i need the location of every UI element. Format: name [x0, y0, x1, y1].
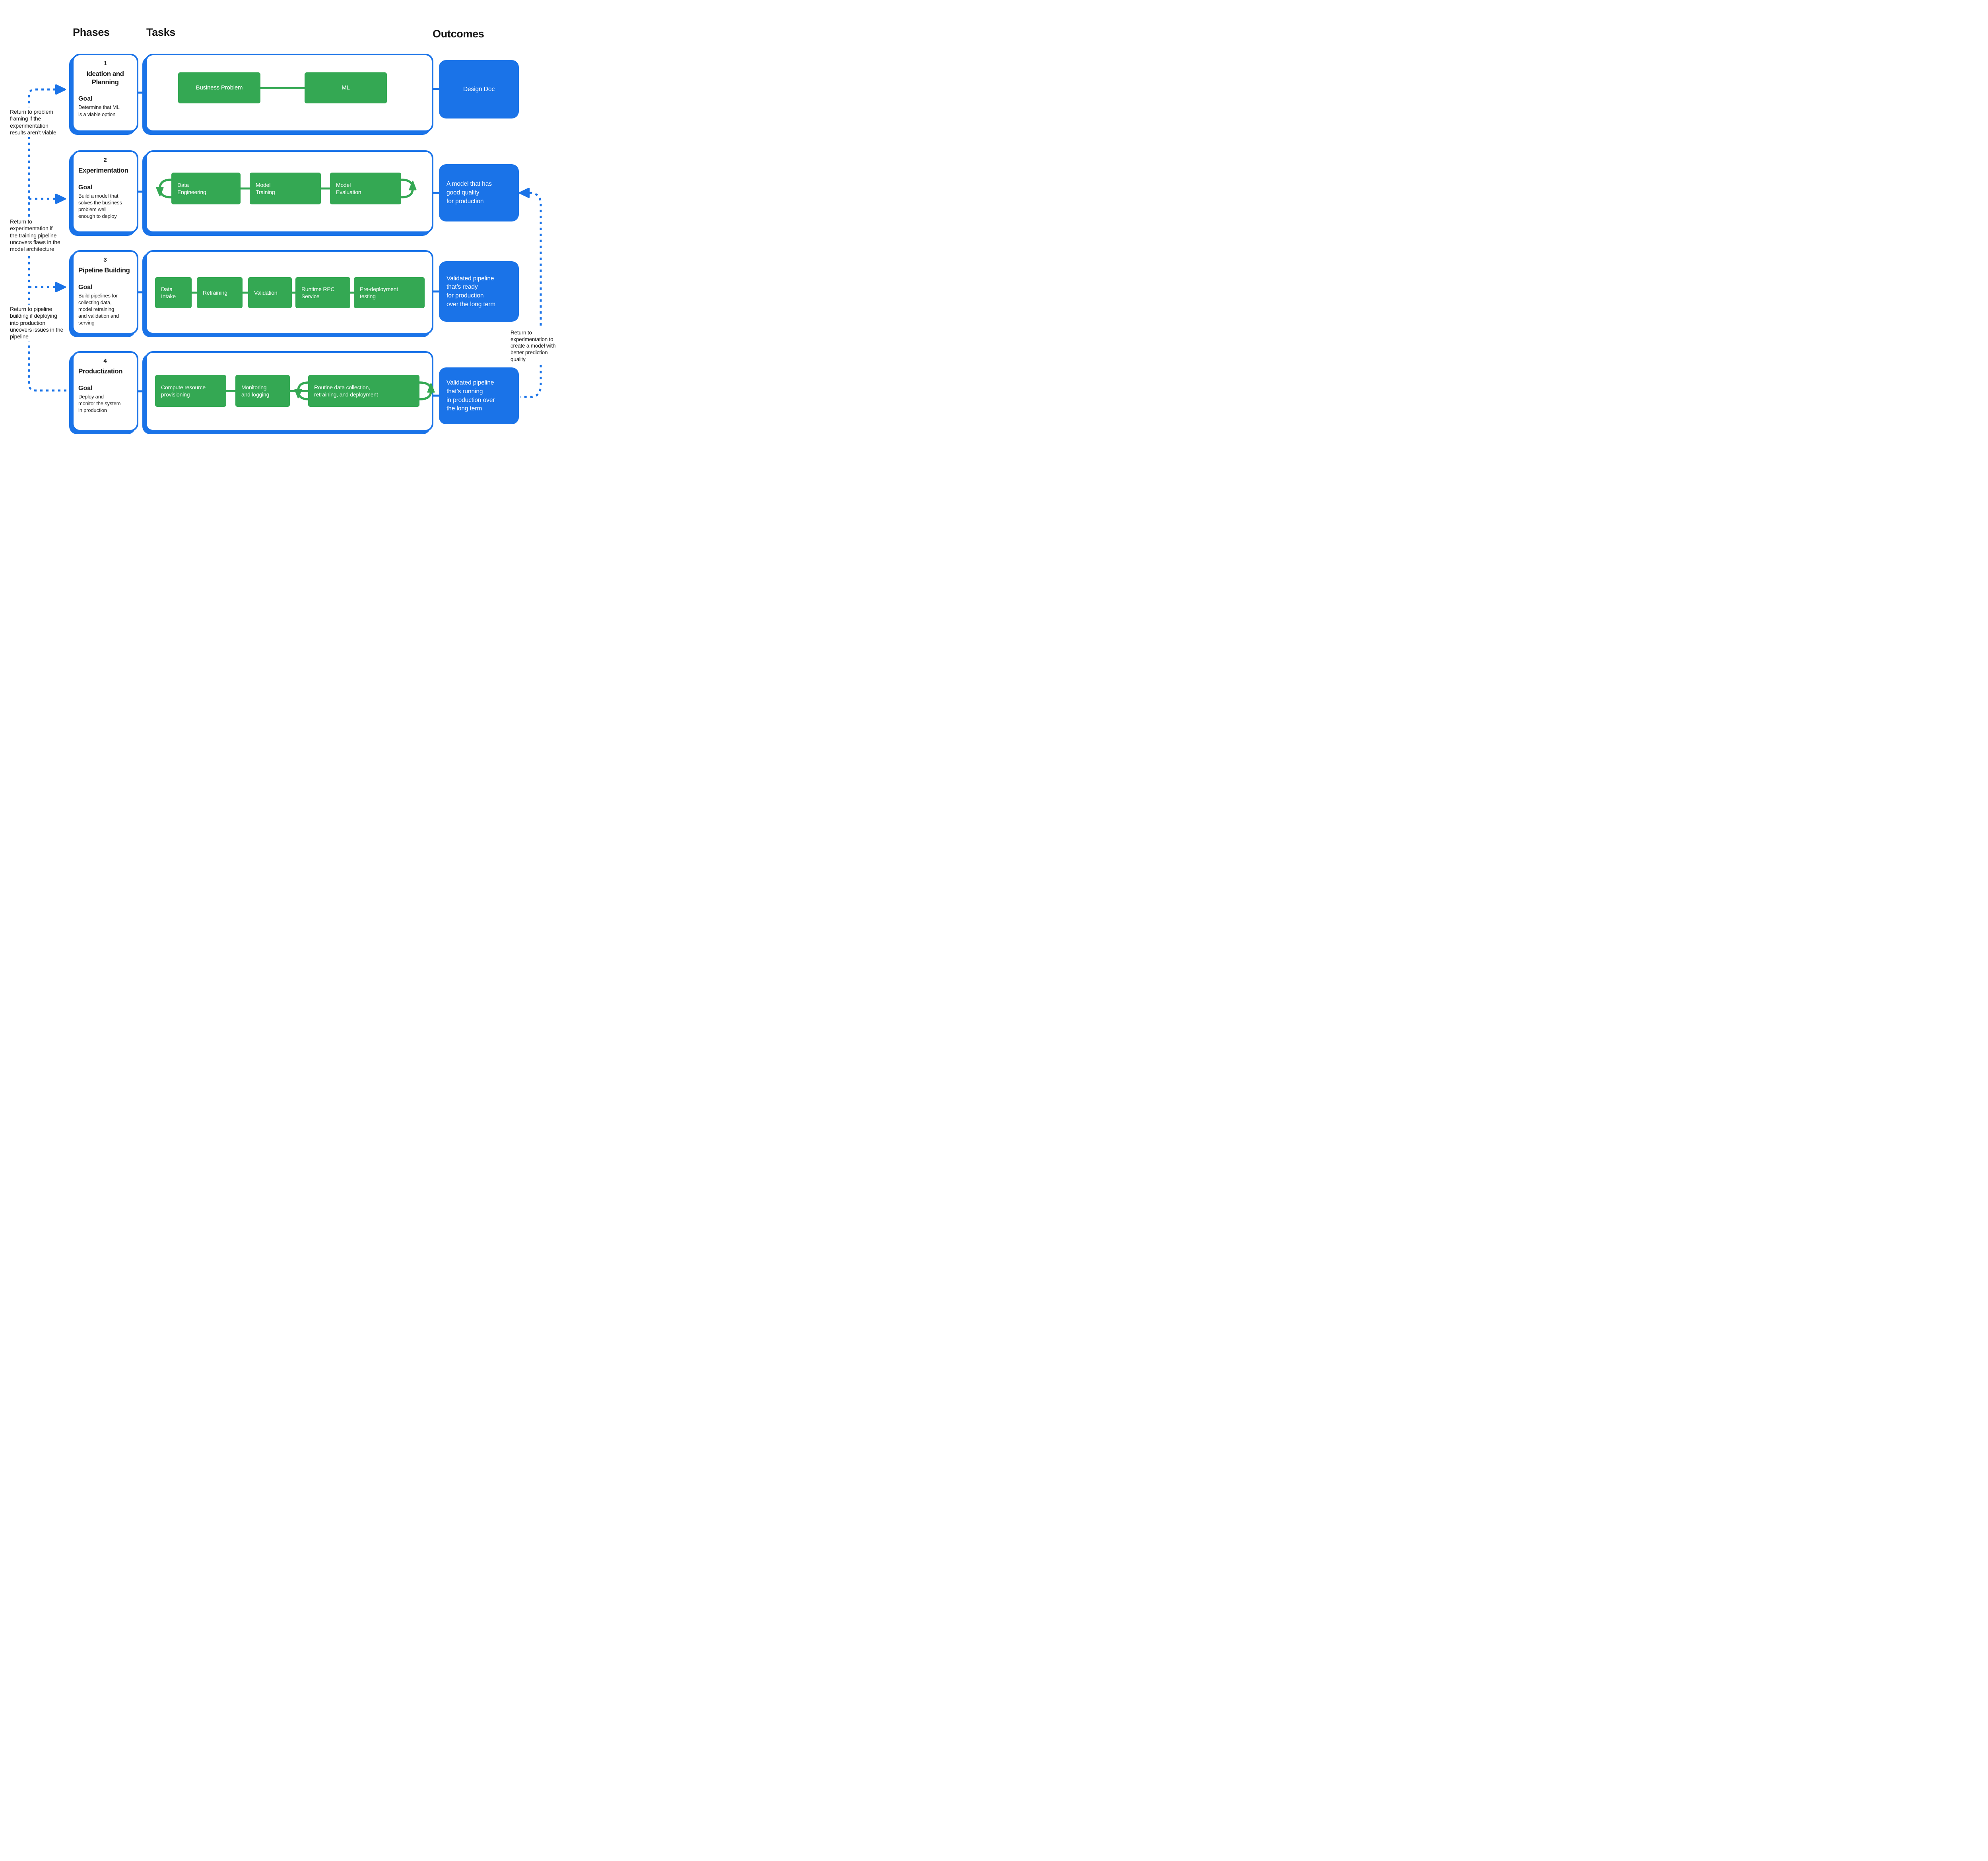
task-business-problem: Business Problem	[178, 72, 260, 103]
phase-number: 4	[103, 357, 107, 364]
arrowhead-right-icon	[55, 84, 66, 95]
loop-arrow-icon	[415, 381, 435, 400]
goal-label: Goal	[78, 385, 93, 392]
task-ml: ML	[305, 72, 387, 103]
goal-text: Determine that ML is a viable option	[78, 104, 120, 117]
task-retraining: Retraining	[197, 277, 243, 308]
outcome-validated-pipeline-running: Validated pipeline that’s running in pro…	[439, 367, 519, 424]
task-compute-resource-provisioning: Compute resource provisioning	[155, 375, 226, 407]
phase-title: Productization	[78, 367, 123, 375]
goal-label: Goal	[78, 284, 93, 291]
task-monitoring-and-logging: Monitoring and logging	[235, 375, 290, 407]
outcome-design-doc: Design Doc	[439, 60, 519, 118]
annotation-return-pipeline-building: Return to pipeline building if deploying…	[8, 305, 65, 342]
goal-text: Build a model that solves the business p…	[78, 192, 122, 220]
phase-card-pipeline-building: 3 Pipeline Building Goal Build pipelines…	[72, 250, 138, 334]
arrowhead-right-icon	[55, 194, 66, 204]
phase-number: 1	[103, 60, 107, 67]
phase-title: Pipeline Building	[78, 266, 130, 274]
mlops-phases-diagram: Phases Tasks Outcomes	[0, 0, 564, 465]
task-data-intake: Data Intake	[155, 277, 192, 308]
task-model-training: Model Training	[250, 173, 321, 204]
column-header-phases: Phases	[73, 26, 110, 38]
goal-text: Deploy and monitor the system in product…	[78, 393, 121, 414]
task-data-engineering: Data Engineering	[171, 173, 241, 204]
phase-number: 3	[103, 256, 107, 263]
phase-card-ideation-planning: 1 Ideation and Planning Goal Determine t…	[72, 54, 138, 132]
loop-arrow-icon	[156, 179, 175, 198]
phase-number: 2	[103, 157, 107, 163]
task-pre-deployment-testing: Pre-deployment testing	[354, 277, 425, 308]
task-routine-data-collection: Routine data collection, retraining, and…	[308, 375, 419, 407]
annotation-return-problem-framing: Return to problem framing if the experim…	[8, 107, 58, 138]
task-connector-line	[192, 87, 354, 392]
dotted-return-path-right	[519, 188, 542, 398]
loop-arrow-icon	[398, 179, 417, 198]
annotation-return-experimentation: Return to experimentation if the trainin…	[8, 217, 62, 254]
phase-card-productization: 4 Productization Goal Deploy and monitor…	[72, 351, 138, 431]
goal-text: Build pipelines for collecting data, mod…	[78, 292, 119, 326]
arrowhead-left-icon	[519, 188, 530, 198]
outcome-good-quality-model: A model that has good quality for produc…	[439, 164, 519, 221]
task-validation: Validation	[248, 277, 292, 308]
column-header-tasks: Tasks	[146, 26, 176, 38]
phase-title: Ideation and Planning	[86, 70, 124, 86]
column-header-outcomes: Outcomes	[433, 28, 484, 40]
phase-card-experimentation: 2 Experimentation Goal Build a model tha…	[72, 150, 138, 233]
annotation-return-experimentation-better-quality: Return to experimentation to create a mo…	[509, 328, 564, 364]
connector-line	[137, 88, 440, 397]
goal-label: Goal	[78, 184, 93, 191]
task-model-evaluation: Model Evaluation	[330, 173, 401, 204]
outcome-validated-pipeline-ready: Validated pipeline that’s ready for prod…	[439, 261, 519, 322]
goal-label: Goal	[78, 95, 93, 103]
arrowhead-right-icon	[55, 282, 66, 292]
task-runtime-rpc-service: Runtime RPC Service	[295, 277, 350, 308]
phase-title: Experimentation	[78, 167, 128, 174]
loop-arrow-icon	[294, 381, 313, 400]
